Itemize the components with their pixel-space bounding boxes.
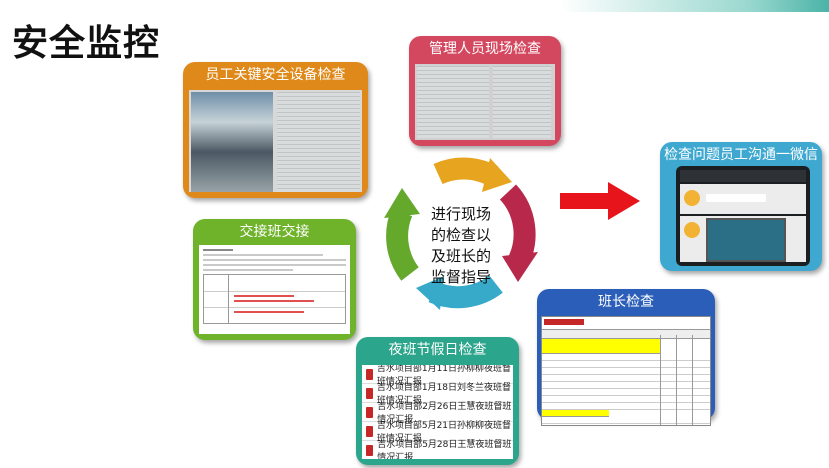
page-title: 安全监控 (12, 23, 161, 64)
inspection-sheet-photo-2 (493, 66, 551, 138)
ring-segment-green (386, 207, 420, 281)
pdf-icon (366, 425, 373, 437)
card-title: 交接班交接 (239, 224, 310, 240)
cycle-center-text: 进行现场 的检查以 及班长的 监督指导 (416, 204, 506, 288)
center-line-3: 及班长的 (430, 247, 491, 265)
avatar (684, 222, 700, 238)
handover-table (203, 274, 346, 324)
pdf-icon (366, 387, 373, 399)
list-item[interactable]: 吉水项目部5月21日孙柳柳夜班督班情况汇报 (362, 421, 513, 444)
card-title: 检查问题员工沟通一微信 (664, 147, 818, 163)
message-bubble (706, 194, 766, 202)
night-report-list: 吉水项目部1月11日孙柳柳夜班督班情况汇报 吉水项目部1月18日刘冬兰夜班督班情… (362, 365, 513, 459)
pdf-icon (366, 444, 374, 456)
wechat-image-message (680, 216, 806, 262)
card-shift-handover: 交接班交接 (193, 219, 356, 340)
list-item[interactable]: 吉水项目部5月28日王慧夜班督班情况汇报 (362, 440, 513, 459)
red-arrow-icon (560, 182, 640, 220)
list-item[interactable]: 吉水项目部1月18日刘冬兰夜班督班情况汇报 (362, 383, 513, 406)
list-item[interactable]: 吉水项目部2月26日王慧夜班督班情况汇报 (362, 402, 513, 425)
ring-arrowhead-red (502, 252, 538, 282)
equipment-photo (191, 92, 273, 192)
handover-document (199, 245, 350, 334)
center-line-2: 的检查以 (430, 226, 491, 244)
wechat-message-area (680, 184, 806, 214)
center-line-1: 进行现场 (430, 205, 491, 223)
wechat-screenshot (676, 166, 810, 266)
ring-segment-red (499, 184, 536, 267)
wechat-header-bar (680, 170, 806, 182)
inspection-sheet-photo-1 (417, 66, 489, 138)
ring-arrowhead-blue (416, 276, 444, 310)
list-item[interactable]: 吉水项目部1月11日孙柳柳夜班督班情况汇报 (362, 365, 513, 387)
avatar (684, 190, 700, 206)
mgmt-photos (415, 64, 555, 140)
report-title: 吉水项目部5月28日王慧夜班督班情况汇报 (377, 440, 512, 459)
card-management-site-check: 管理人员现场检查 (409, 36, 561, 146)
leader-checklist-sheet (541, 316, 711, 426)
ring-arrowhead-orange (482, 158, 512, 192)
report-title: 吉水项目部1月11日孙柳柳夜班督班情况汇报 (376, 365, 512, 387)
ring-arrowhead-green (384, 188, 420, 218)
top-accent-bar (560, 0, 829, 12)
card-title: 班长检查 (598, 294, 654, 310)
card-staff-equipment-check: 员工关键安全设备检查 (183, 62, 368, 198)
report-title: 吉水项目部2月26日王慧夜班督班情况汇报 (377, 402, 512, 425)
checklist-photo (277, 92, 360, 192)
control-panel-photo (706, 218, 786, 262)
card-title: 管理人员现场检查 (429, 41, 541, 57)
pdf-icon (366, 368, 373, 380)
center-line-4: 监督指导 (430, 268, 491, 286)
staff-photos (189, 90, 362, 192)
report-title: 吉水项目部5月21日孙柳柳夜班督班情况汇报 (376, 421, 512, 444)
ring-segment-orange (433, 157, 499, 186)
card-title: 夜班节假日检查 (388, 342, 487, 358)
report-title: 吉水项目部1月18日刘冬兰夜班督班情况汇报 (376, 383, 512, 406)
pdf-icon (366, 406, 374, 418)
cycle-ring-diagram (384, 157, 538, 310)
card-title: 员工关键安全设备检查 (205, 67, 346, 83)
card-night-holiday-check: 夜班节假日检查 吉水项目部1月11日孙柳柳夜班督班情况汇报 吉水项目部1月18日… (356, 337, 519, 465)
